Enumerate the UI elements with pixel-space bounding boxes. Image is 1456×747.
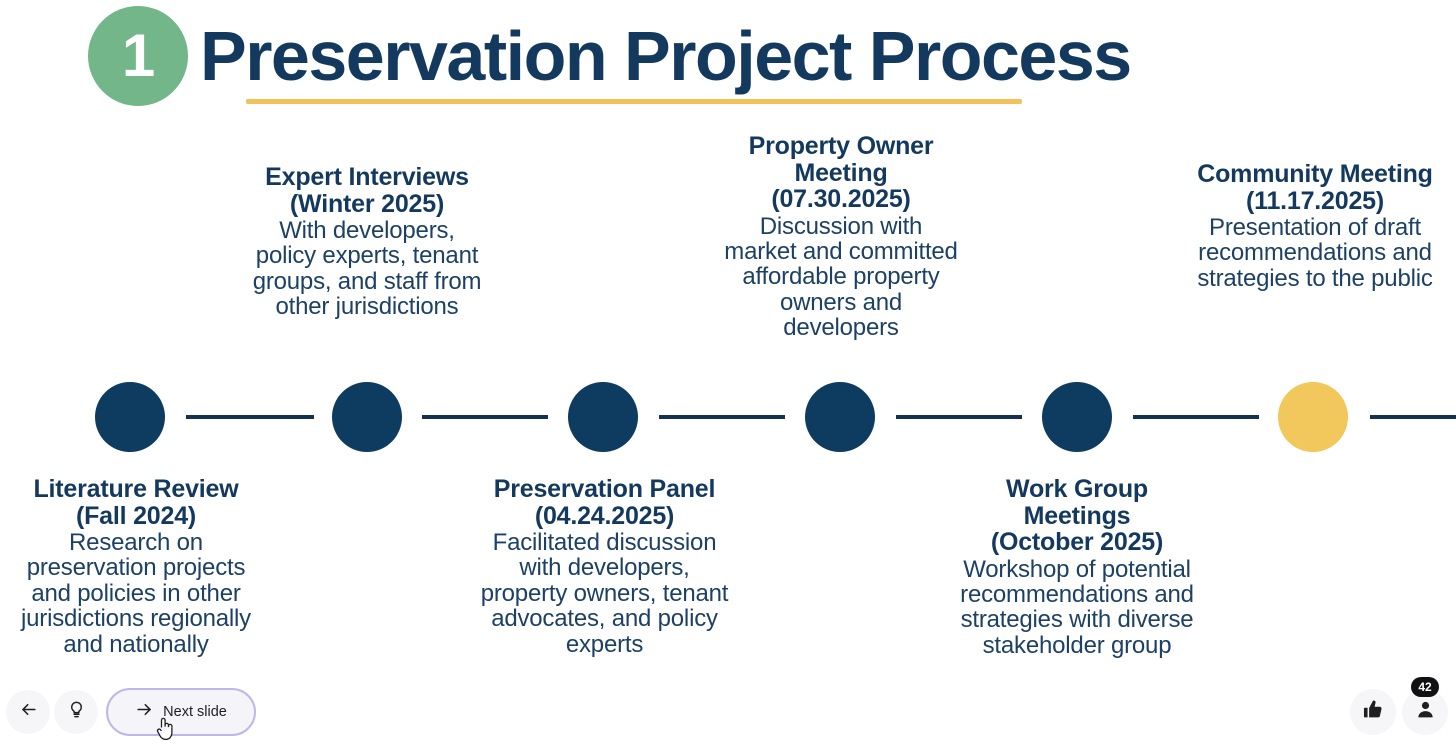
milestone-text-expert-interviews: Expert Interviews (Winter 2025) With dev… [252,164,482,320]
arrow-left-icon [19,700,38,724]
timeline-dot-work-group-meetings [1042,382,1112,452]
presentation-controls-left: Next slide [6,683,256,741]
timeline-dot-expert-interviews [332,382,402,452]
presentation-controls-right: 42 [1350,677,1448,741]
milestone-text-property-owner-meeting: Property Owner Meeting (07.30.2025) Disc… [722,133,960,341]
milestone-heading-line2: (Fall 2024) [75,501,197,530]
timeline-connector-2 [659,415,785,419]
timeline-dot-property-owner-meeting [805,382,875,452]
milestone-text-work-group-meetings: Work Group Meetings (October 2025) Works… [952,476,1202,658]
title-underline-rule [246,99,1022,104]
milestone-heading-line1: Work Group Meetings [1006,475,1148,530]
timeline-dot-community-meeting [1278,382,1348,452]
milestone-heading-line2: (07.30.2025) [771,185,911,213]
person-icon [1415,699,1436,725]
audience-count-badge: 42 [1411,677,1439,697]
previous-slide-button[interactable] [6,690,50,734]
milestone-heading-line1: Literature Review [33,475,239,503]
milestone-text-community-meeting: Community Meeting (11.17.2025) Presentat… [1196,161,1434,291]
arrow-right-icon [135,700,154,724]
next-slide-button[interactable]: Next slide [106,688,256,736]
milestone-body: Discussion with market and committed aff… [724,212,958,342]
timeline-dot-literature-review [95,382,165,452]
timeline-connector-5 [1370,415,1456,419]
milestone-heading-line2: (11.17.2025) [1246,186,1384,215]
milestone-heading-line1: Expert Interviews [265,163,469,191]
milestone-heading-line1: Preservation Panel [493,475,716,503]
milestone-heading-line2: (October 2025) [990,528,1164,556]
slide-title-row: 1 Preservation Project Process [88,6,1132,106]
audience-count-button[interactable]: 42 [1402,677,1448,735]
reaction-button[interactable] [1350,689,1396,735]
milestone-body: Workshop of potential recommendations an… [960,555,1194,659]
step-number-value: 1 [121,22,155,89]
timeline-axis [0,382,1456,452]
next-slide-label: Next slide [163,704,227,720]
milestone-text-preservation-panel: Preservation Panel (04.24.2025) Facilita… [478,476,731,657]
milestone-body: Facilitated discussion with developers, … [480,529,729,658]
timeline-dot-preservation-panel [568,382,638,452]
thumbs-up-icon [1363,699,1384,725]
page-title: Preservation Project Process [200,17,1132,95]
milestone-heading-line1: Community Meeting [1197,160,1433,188]
timeline-connector-1 [422,415,548,419]
lightbulb-icon [67,700,86,724]
step-number-badge: 1 [88,6,188,106]
milestone-heading-line1: Property Owner Meeting [748,132,934,187]
milestone-body: With developers, policy experts, tenant … [252,217,482,321]
timeline-connector-4 [1133,415,1259,419]
timeline-connector-0 [186,415,314,419]
milestone-heading-line2: (04.24.2025) [534,501,675,530]
tips-button[interactable] [54,690,98,734]
milestone-body: Research on preservation projects and po… [21,529,251,658]
milestone-text-literature-review: Literature Review (Fall 2024) Research o… [12,476,260,657]
milestone-body: Presentation of draft recommendations an… [1197,214,1433,292]
timeline-connector-3 [896,415,1022,419]
milestone-heading-line2: (Winter 2025) [289,189,445,218]
